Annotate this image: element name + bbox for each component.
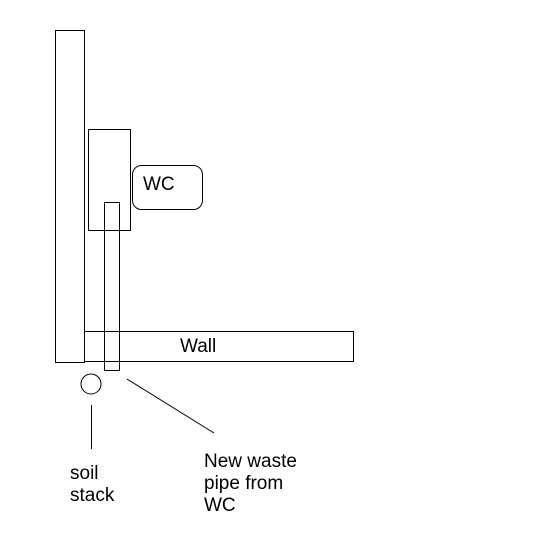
- horizontal-wall: [84, 331, 354, 362]
- waste-pipe-label-line: New waste: [204, 451, 297, 472]
- wc-body: [88, 129, 131, 231]
- wc-label-box: [132, 165, 203, 210]
- waste-pipe-label-line: pipe from: [204, 473, 284, 494]
- waste-pipe-label: New waste pipe from WC: [204, 451, 297, 517]
- soil-stack-label: soil stack: [70, 463, 114, 507]
- wall-label: Wall: [180, 336, 217, 357]
- soil-stack-label-line: soil: [70, 463, 99, 484]
- waste-pipe: [104, 202, 120, 371]
- wc-label: WC: [143, 174, 175, 195]
- vertical-wall: [55, 30, 85, 363]
- waste-pipe-leader: [126, 378, 215, 434]
- waste-pipe-label-line: WC: [204, 495, 236, 516]
- soil-stack-label-line: stack: [70, 485, 115, 506]
- soil-stack-circle: [80, 373, 102, 395]
